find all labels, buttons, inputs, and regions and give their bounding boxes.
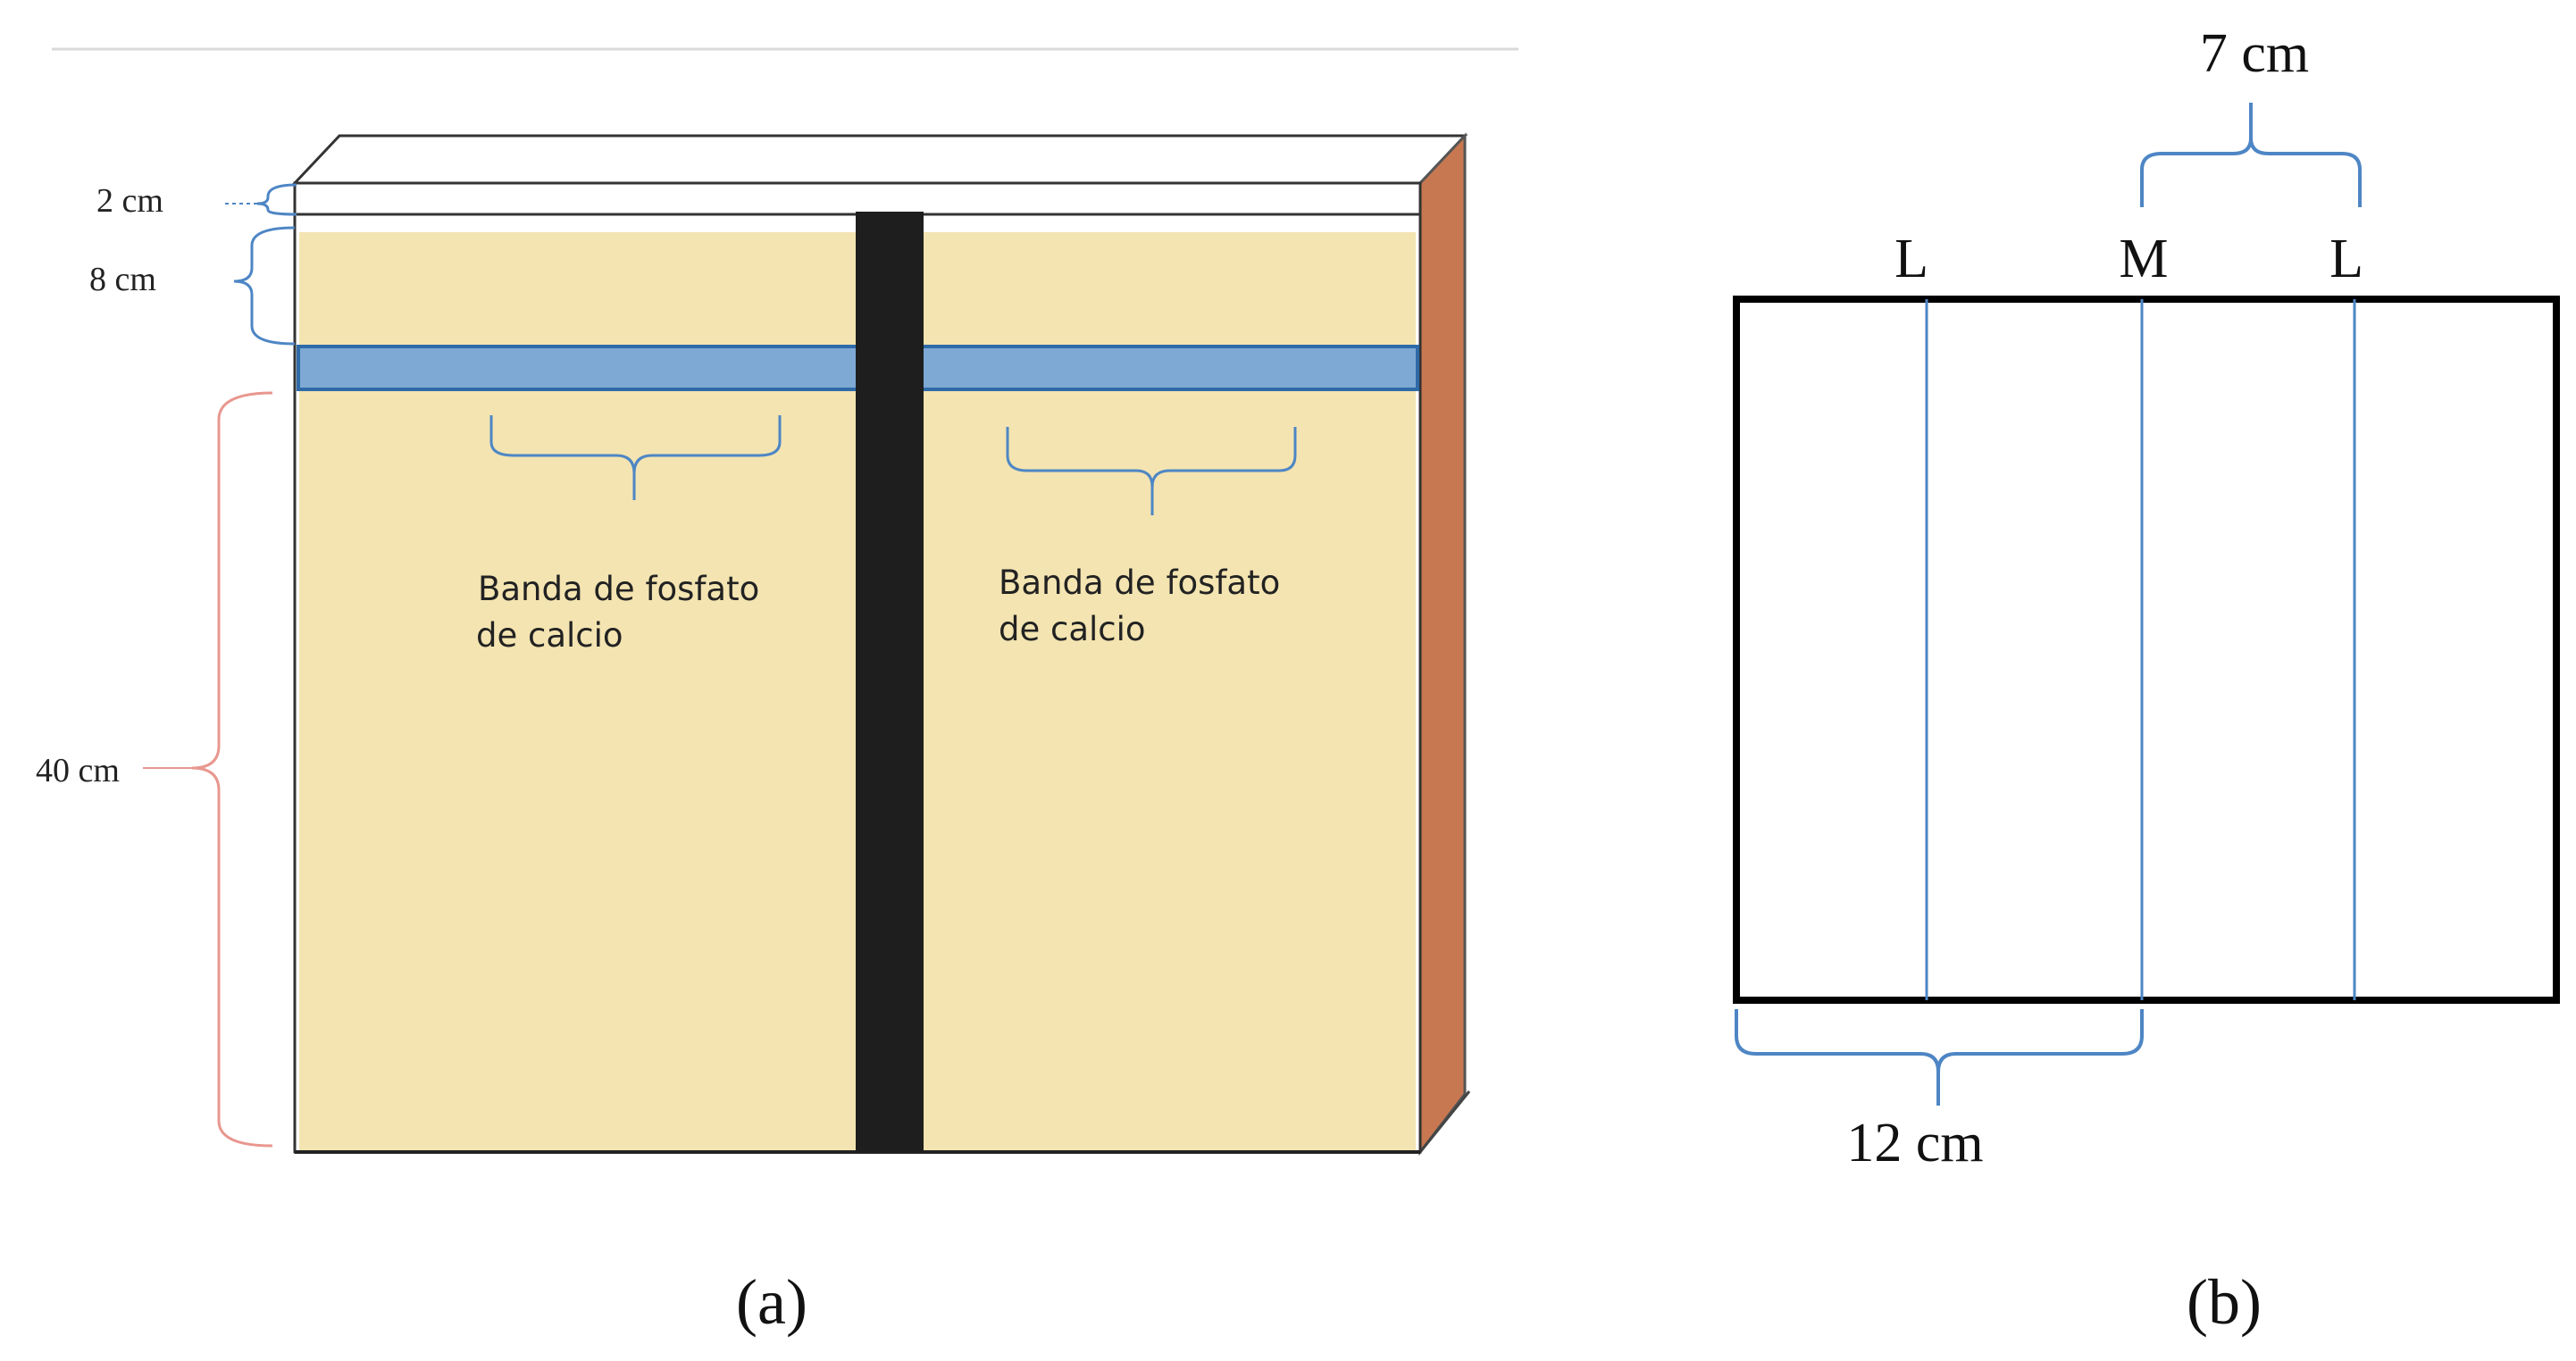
label-M: M — [2119, 229, 2168, 289]
phosphate-band-right — [920, 345, 1419, 391]
panel-a: 2 cm 8 cm 40 cm Banda de fosfato de calc… — [36, 132, 1471, 1338]
label-40cm: 40 cm — [36, 752, 120, 789]
brace-7cm — [2140, 103, 2362, 207]
plot-frame — [1733, 296, 2560, 1004]
band-label-right-line1: Banda de fosfato — [999, 564, 1280, 602]
label-L-left: L — [1894, 229, 1928, 289]
band-label-right-line2: de calcio — [999, 610, 1146, 648]
box-side-face — [1418, 132, 1467, 1156]
brace-40cm — [191, 391, 273, 1148]
box-top-face — [291, 134, 1468, 185]
brace-2cm — [256, 183, 297, 216]
band-label-left-line1: Banda de fosfato — [478, 570, 759, 608]
band-brace-right — [1006, 427, 1297, 515]
caption-a: (a) — [736, 1266, 807, 1338]
band-brace-left — [489, 415, 782, 500]
brace-12cm — [1735, 1009, 2144, 1106]
brace-8cm — [233, 226, 296, 346]
panel-b: L M L 7 cm 12 cm (b) — [1733, 23, 2560, 1338]
label-2cm: 2 cm — [96, 182, 163, 220]
label-12cm: 12 cm — [1846, 1113, 1983, 1173]
central-divider — [856, 212, 924, 1152]
phosphate-band-left — [297, 345, 859, 391]
band-label-left-line2: de calcio — [476, 616, 623, 655]
caption-b: (b) — [2187, 1266, 2262, 1338]
box-bottom-edge — [1418, 1090, 1471, 1153]
label-8cm: 8 cm — [89, 261, 156, 298]
label-7cm: 7 cm — [2200, 23, 2309, 84]
label-L-right: L — [2329, 229, 2363, 289]
